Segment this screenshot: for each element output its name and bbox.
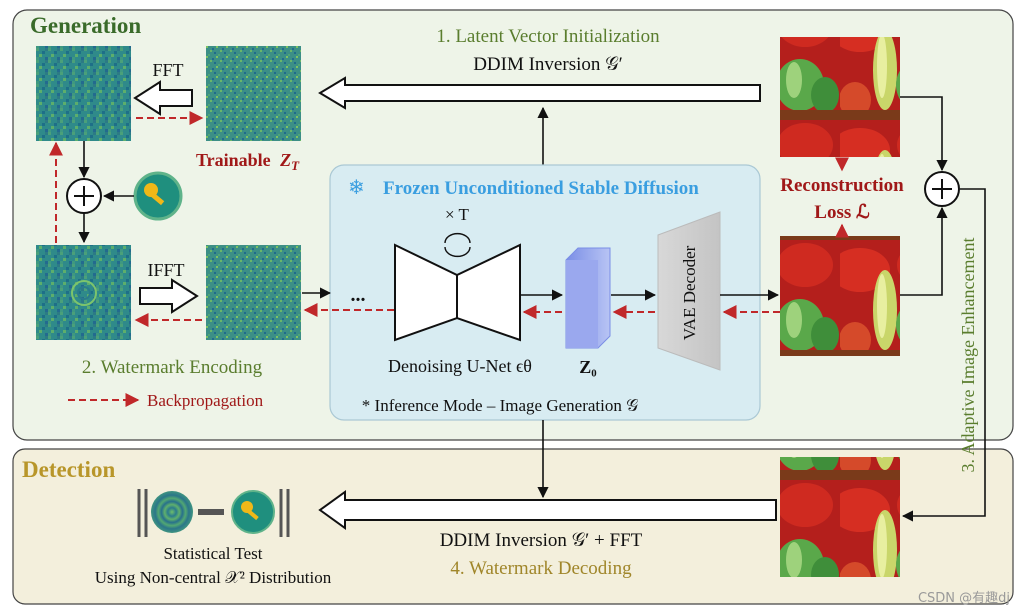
extracted-pattern-icon [151, 491, 193, 533]
loop-icon-lower [444, 246, 471, 258]
trainable-latent-tile [206, 46, 301, 141]
z0-label: Z₀ [579, 357, 596, 377]
detection-inversion-arrow [318, 490, 777, 530]
z0-front [566, 260, 598, 348]
original-image [780, 37, 900, 157]
watermarked-fourier-tile [36, 245, 131, 340]
vae-decoder-shape [657, 211, 721, 371]
snowflake-icon: ❄ [348, 177, 365, 199]
watermark-key-icon [133, 171, 183, 221]
reconstruction-title: Reconstruction [780, 175, 904, 196]
original-to-plus-line [900, 96, 948, 172]
fft-arrow [133, 80, 193, 116]
reconstruction-loss: Loss ℒ [814, 202, 870, 223]
dkey-shaft [245, 508, 259, 521]
step3-label: 3. Adaptive Image Enhancement [958, 238, 978, 473]
watermarked-latent-tile [206, 245, 301, 340]
detection-panel [12, 448, 1014, 605]
trainable-label: Trainable ZT [196, 150, 300, 173]
minus-sign [198, 509, 224, 515]
step1-sub: DDIM Inversion 𝒢′ [473, 54, 623, 75]
generated-image [780, 236, 900, 356]
inference-note: * Inference Mode – Image Generation 𝒢 [362, 396, 638, 415]
stat-test-line2: Using Non-central 𝒳² Distribution [95, 568, 332, 587]
ellipsis-label: ... [351, 284, 366, 306]
ddim-inversion-arrow [318, 76, 761, 110]
enhanced-image [780, 457, 900, 577]
loop-icon [444, 232, 471, 244]
detection-key-icon [231, 490, 275, 534]
vae-label: VAE Decoder [680, 245, 699, 340]
step4-label: 4. Watermark Decoding [450, 558, 632, 579]
watermark-ring-inner [77, 286, 91, 300]
generated-to-plus-line [900, 206, 948, 296]
fft-label: FFT [152, 60, 183, 80]
step2-label: 2. Watermark Encoding [82, 357, 263, 378]
generation-title: Generation [30, 13, 141, 38]
backprop-legend-label: Backpropagation [147, 391, 264, 410]
plus-to-enhanced-line [901, 188, 986, 522]
watermark-ring-pattern [71, 280, 97, 306]
unet-label: Denoising U-Net ϵθ [388, 356, 532, 376]
ifft-arrow [139, 278, 199, 314]
sd-title: Frozen Unconditioned Stable Diffusion [383, 178, 699, 199]
stat-test-line1: Statistical Test [163, 544, 262, 563]
step1-title: 1. Latent Vector Initialization [436, 26, 660, 47]
times-t-label: × T [445, 205, 470, 224]
csdn-watermark: CSDN @有趣dj [917, 591, 1010, 606]
ddim-fft-label: DDIM Inversion 𝒢′ + FFT [440, 530, 643, 551]
fourier-noise-tile [36, 46, 131, 141]
key-shaft [148, 190, 165, 206]
ifft-label: IFFT [147, 260, 184, 280]
detection-title: Detection [22, 457, 115, 482]
